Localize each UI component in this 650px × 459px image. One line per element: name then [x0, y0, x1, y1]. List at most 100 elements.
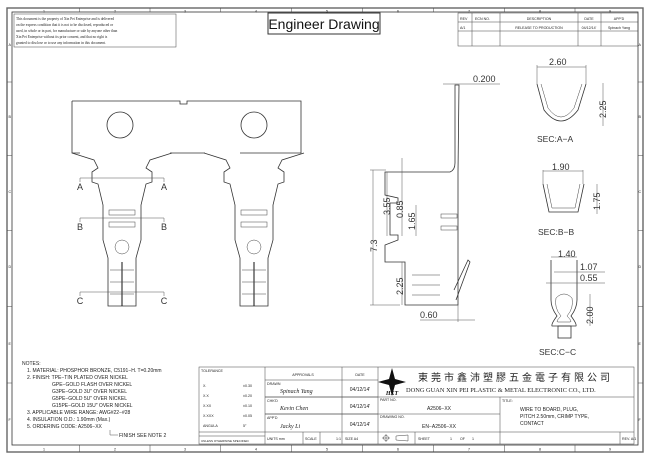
revision: REV. A/1 [622, 437, 636, 441]
note-line: G3PE−GOLD 3U" OVER NICKEL [52, 389, 127, 395]
note-line: 1. MATERIAL: PHOSPHOR BRONZE, C5191−H. T… [27, 368, 162, 374]
note-line: GPE−GOLD FLASH OVER NICKEL [52, 382, 132, 388]
zone-column-label: 2 [114, 10, 116, 14]
zone-row-label: E [9, 342, 12, 346]
date-header: DATE [584, 17, 594, 21]
zone-column-label: 9 [609, 448, 611, 452]
revision-table: REV ECN NO. DESCRIPTION DATE APP'D A/1 R… [457, 12, 639, 47]
approval-role: DRAWN [267, 382, 281, 386]
part-no: A2506−XX [427, 406, 452, 412]
title-block: TOLERANCE X.±0.30X.X±0.20X.XX±0.10X.XXX±… [198, 366, 636, 445]
tolerance-format: ANGULA [203, 424, 218, 428]
zone-column-label: 9 [609, 10, 611, 14]
drawing-no-label: DRAWING NO. [380, 415, 405, 419]
section-c-label: SEC:C−C [539, 347, 576, 357]
zone-row-label: C [9, 190, 12, 194]
logo-text: HXT [385, 391, 399, 397]
disclaimer-line: This document is the property of Xin Pei… [16, 17, 114, 21]
approval-date: 04/12/14' [350, 387, 370, 393]
zone-column-label: 4 [255, 10, 257, 14]
zone-row-label: A [9, 43, 12, 47]
rev-header: REV [460, 17, 468, 21]
zone-row-label: A [639, 43, 642, 47]
approval-role: CHK'D [267, 399, 278, 403]
note-line: 3. APPLICABLE WIRE RANGE: AWG#22−#28 [27, 410, 131, 416]
dim-sec-b-height: 1.75 [592, 192, 602, 210]
tolerance-format: X.XX [203, 404, 212, 408]
section-c: 1.40 1.07 0.55 2.00 SEC:C−C [539, 249, 605, 357]
pilot-hole [240, 111, 268, 139]
side-view: 0.200 7.3 3.55 0.85 1.65 2.25 0.60 [369, 74, 500, 322]
section-marker: C [161, 296, 168, 306]
dim-0-85: 0.85 [395, 200, 405, 218]
dim-2-25: 2.25 [395, 277, 405, 295]
tolerance-value: ±0.20 [243, 394, 252, 398]
section-marker: B [77, 222, 83, 232]
note-line: 4. INSULATION O.D.: 1.90mm (Max.) [27, 417, 111, 423]
title-line: CONTACT [520, 421, 544, 427]
tolerance-footer: UNLESS OTHERWISE SPECIFIED [201, 439, 249, 443]
zone-row-label: D [9, 265, 12, 269]
section-marker: C [77, 296, 84, 306]
title-box [267, 12, 381, 35]
appd-header: APP'D [614, 17, 625, 21]
section-a-label: SEC:A−A [537, 134, 573, 144]
dim-sec-c-width: 1.40 [558, 249, 576, 259]
appd-value: Spinach Yang [608, 26, 630, 30]
disclaimer-line: granted to disclose or to use any inform… [16, 41, 106, 45]
notes: NOTES: 1. MATERIAL: PHOSPHOR BRONZE, C51… [22, 361, 166, 439]
inner-frame [11, 11, 639, 446]
approvals-heading: APPROVALS [292, 373, 314, 377]
zone-column-label: 7 [468, 448, 470, 452]
zone-column-label: 8 [539, 448, 541, 452]
finish-note: FINISH SEE NOTE 2 [119, 433, 166, 439]
zone-row-label: B [9, 115, 12, 119]
note-line: G15PE−GOLD 15U" OVER NICKEL [52, 403, 133, 409]
drawing-no: EN−A2506−XX [422, 424, 457, 430]
tolerance-format: X.X [203, 394, 209, 398]
carrier-strip [72, 100, 302, 154]
company-logo: HXT [378, 368, 406, 397]
zone-column-label: 1 [43, 10, 45, 14]
approval-signature: Kevin Chen [279, 406, 308, 412]
section-a: 2.60 2.25 SEC:A−A [536, 57, 608, 144]
section-marker: A [77, 182, 83, 192]
approval-date: 04/12/14' [350, 422, 370, 428]
approval-signature: Spinach Yang [280, 389, 313, 395]
notes-heading: NOTES: [22, 361, 41, 367]
zone-row-label: C [639, 190, 642, 194]
paper-size: SIZE A4 [345, 437, 358, 441]
zone-column-label: 3 [184, 10, 186, 14]
disclaimer-box [13, 13, 177, 48]
zone-row-label: D [639, 265, 642, 269]
zone-row-label: B [639, 115, 642, 119]
company-name-en: DONG GUAN XIN PEI PLASTIC & METAL ELECTR… [406, 387, 596, 394]
tolerance-value: ±0.05 [243, 414, 252, 418]
section-b-label: SEC:B−B [538, 227, 574, 237]
zone-column-label: 1 [43, 448, 45, 452]
scale-label: SCALE [305, 437, 317, 441]
zone-row-label: F [9, 418, 12, 422]
ecn-header: ECN NO. [475, 17, 490, 21]
tolerance-value: 5° [243, 424, 247, 428]
part-no-label: PART NO. [380, 398, 397, 402]
projection-symbol-icon [382, 434, 409, 442]
date-value: 04/12/14' [582, 26, 597, 30]
disclaimer-line: used, in whole or in part, for manufactu… [16, 29, 117, 34]
pilot-hole [106, 111, 134, 139]
title-line: WIRE TO BOARD, PLUG, [520, 407, 578, 413]
zone-column-label: 6 [397, 10, 399, 14]
note-line: 2. FINISH: TPE−TIN PLATED OVER NICKEL [27, 375, 128, 381]
approval-date: 04/12/14' [350, 404, 370, 410]
date-heading: DATE [355, 373, 365, 377]
approval-role: APP'D [267, 416, 278, 420]
tolerance-value: ±0.10 [243, 404, 252, 408]
terminal [203, 152, 305, 307]
dim-sec-c-w3: 0.55 [580, 273, 598, 283]
dim-sec-b-width: 1.90 [552, 162, 570, 172]
of-label: OF [460, 437, 466, 441]
tolerance-format: X. [203, 384, 206, 388]
